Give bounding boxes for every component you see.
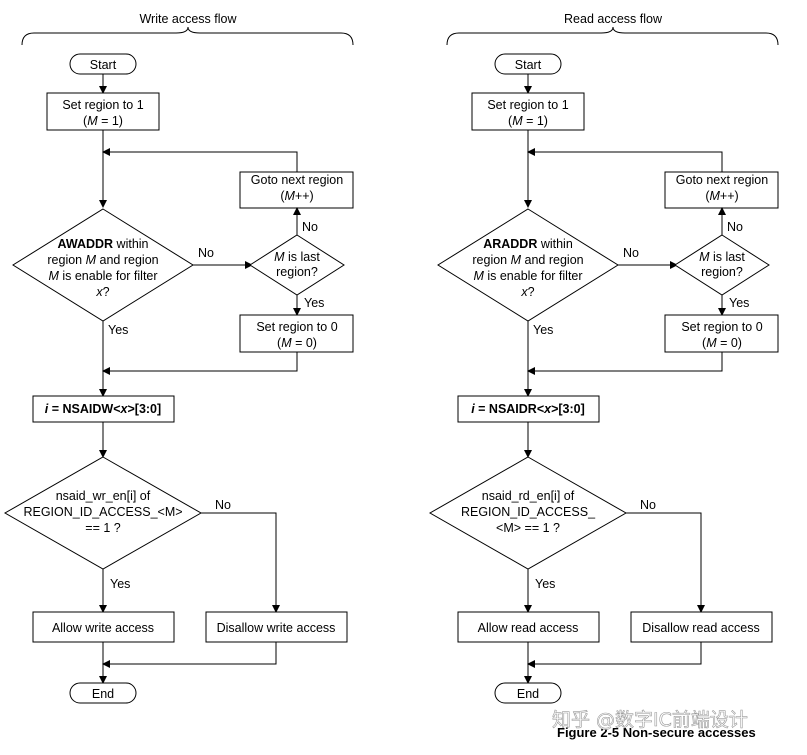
read-addr-condition-line2: region M and region — [472, 253, 583, 267]
read-start-label: Start — [515, 58, 542, 72]
read-disallow-label: Disallow read access — [642, 621, 759, 635]
write-addr-condition-line2: region M and region — [47, 253, 158, 267]
read-disallow-merge-line — [527, 642, 702, 668]
write-goto-next-line2: (M++) — [280, 189, 313, 203]
write-set-region-1-box — [46, 92, 160, 131]
write-en-no-label: No — [215, 498, 231, 512]
read-disallow-box — [630, 611, 773, 643]
write-disallow-merge-line — [102, 642, 277, 668]
read-addr-condition-line3: M is enable for filter — [473, 269, 582, 283]
read-en-no-arrow — [626, 512, 705, 613]
read-goto-next-line1: Goto next region — [676, 173, 768, 187]
write-set-region-1-line1: Set region to 1 — [62, 98, 143, 112]
write-is-last-yes-label: Yes — [304, 296, 324, 310]
write-flow-title: Write access flow — [139, 12, 237, 26]
read-set-region-1-line2: (M = 1) — [508, 114, 548, 128]
read-set-region-1-box — [471, 92, 585, 131]
write-en-condition-line1: nsaid_wr_en[i] of — [56, 489, 151, 503]
write-allow-label: Allow write access — [52, 621, 154, 635]
write-assign-box — [32, 395, 175, 423]
write-en-yes-label: Yes — [110, 577, 130, 591]
read-en-yes-label: Yes — [535, 577, 555, 591]
read-set-region-0-box — [664, 314, 779, 353]
write-is-last-no-label: No — [302, 220, 318, 234]
write-addr-condition-line3: M is enable for filter — [48, 269, 157, 283]
write-addr-condition-line1: AWADDR within — [58, 237, 149, 251]
write-loop-back-line — [102, 148, 298, 172]
read-allow-label: Allow read access — [478, 621, 579, 635]
write-merge-line — [102, 352, 298, 375]
read-is-last-line1: M is last — [699, 250, 745, 264]
write-en-condition-line2: REGION_ID_ACCESS_<M> — [23, 505, 182, 519]
read-flow-title: Read access flow — [564, 12, 663, 26]
write-en-no-arrow — [201, 512, 280, 613]
write-en-condition-line3: == 1 ? — [85, 521, 120, 535]
write-allow-box — [32, 611, 175, 643]
read-assign-box — [457, 395, 600, 423]
write-assign-text: i = NSAIDW<x>[3:0] — [45, 402, 161, 416]
read-addr-yes-label: Yes — [533, 323, 553, 337]
read-end-label: End — [517, 687, 539, 701]
write-end-label: End — [92, 687, 114, 701]
read-set-region-0-line2: (M = 0) — [702, 336, 742, 350]
read-goto-next-line2: (M++) — [705, 189, 738, 203]
read-en-condition-line3: <M> == 1 ? — [496, 521, 560, 535]
read-merge-line — [527, 352, 723, 375]
read-allow-box — [457, 611, 600, 643]
read-set-region-0-line1: Set region to 0 — [681, 320, 762, 334]
read-assign-text: i = NSAIDR<x>[3:0] — [471, 402, 585, 416]
write-disallow-label: Disallow write access — [217, 621, 336, 635]
read-addr-condition-line4: x? — [520, 285, 534, 299]
read-end-terminal — [494, 682, 562, 704]
read-set-region-1-line1: Set region to 1 — [487, 98, 568, 112]
write-start-label: Start — [90, 58, 117, 72]
write-set-region-0-line2: (M = 0) — [277, 336, 317, 350]
write-is-last-line1: M is last — [274, 250, 320, 264]
read-is-last-no-label: No — [727, 220, 743, 234]
write-is-last-line2: region? — [276, 265, 318, 279]
write-goto-next-line1: Goto next region — [251, 173, 343, 187]
figure-caption: Figure 2-5 Non-secure accesses — [557, 725, 756, 740]
write-addr-yes-label: Yes — [108, 323, 128, 337]
write-set-region-1-line2: (M = 1) — [83, 114, 123, 128]
read-goto-next-box — [664, 171, 779, 209]
read-is-last-yes-label: Yes — [729, 296, 749, 310]
read-en-condition-line2: REGION_ID_ACCESS_ — [461, 505, 596, 519]
read-addr-no-label: No — [623, 246, 639, 260]
watermark-text: 知乎 @数字IC前端设计 — [552, 709, 748, 731]
write-set-region-0-line1: Set region to 0 — [256, 320, 337, 334]
read-en-condition-line1: nsaid_rd_en[i] of — [482, 489, 575, 503]
read-is-last-line2: region? — [701, 265, 743, 279]
write-end-terminal — [69, 682, 137, 704]
read-en-no-label: No — [640, 498, 656, 512]
read-loop-back-line — [527, 148, 723, 172]
read-flow-brace — [446, 26, 779, 46]
write-addr-no-label: No — [198, 246, 214, 260]
write-addr-condition-line4: x? — [95, 285, 109, 299]
write-flow-brace — [21, 26, 354, 46]
read-addr-condition-line1: ARADDR within — [483, 237, 573, 251]
